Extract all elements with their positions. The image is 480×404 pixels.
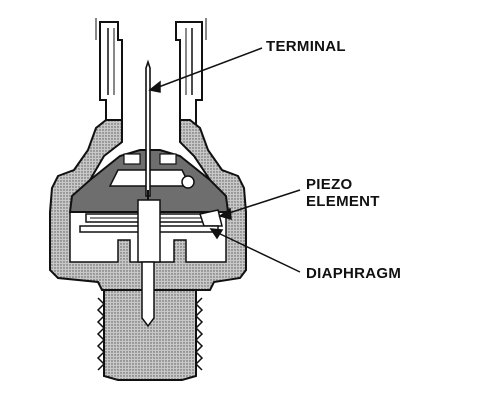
diaphragm-leader	[215, 231, 301, 273]
connector-housing	[95, 18, 207, 126]
piezo-label-line2: ELEMENT	[306, 193, 380, 210]
terminal-pin	[145, 59, 151, 208]
terminal-label: TERMINAL	[266, 38, 346, 55]
piezo-label-line1: PIEZO	[306, 176, 353, 193]
piezo-leader	[225, 189, 301, 215]
diaphragm-label: DIAPHRAGM	[306, 265, 402, 282]
threaded-stud	[96, 261, 204, 381]
terminal-leader	[155, 47, 263, 89]
diaphragm	[79, 199, 219, 263]
leader-lines	[148, 47, 301, 273]
